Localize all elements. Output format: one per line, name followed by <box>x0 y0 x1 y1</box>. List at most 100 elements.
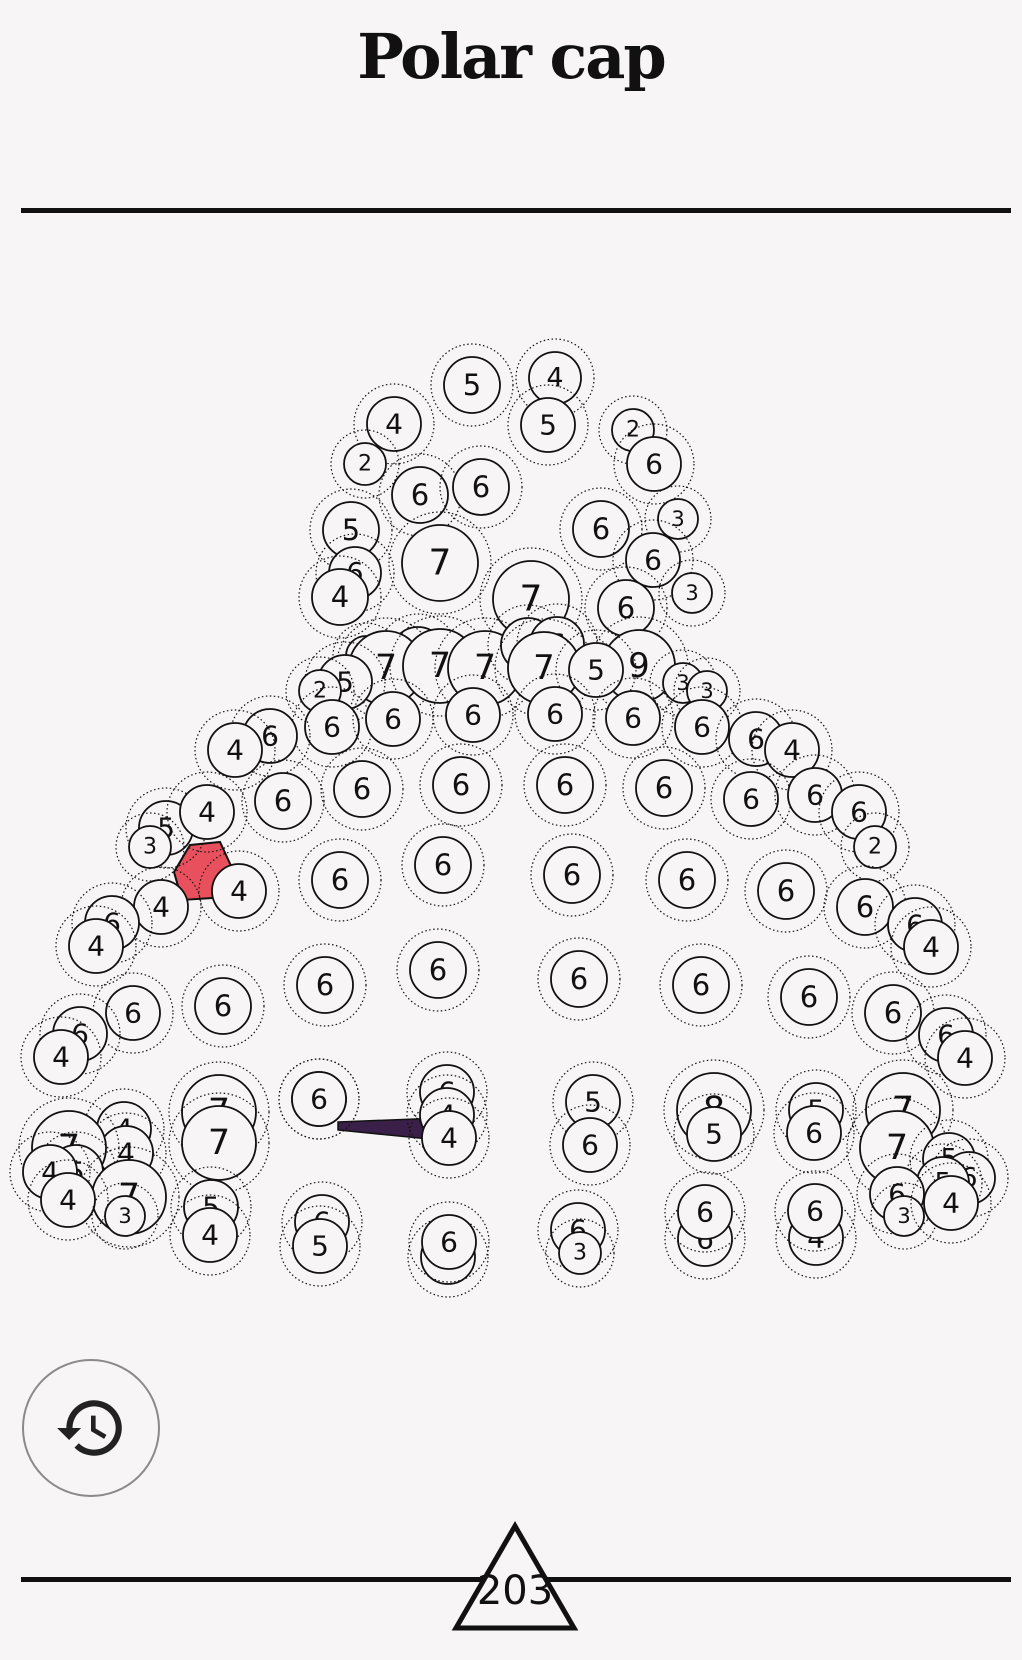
puzzle-node[interactable]: 5 <box>279 1205 361 1287</box>
puzzle-node[interactable]: 6 <box>773 1092 855 1174</box>
puzzle-node[interactable]: 5 <box>673 1093 755 1175</box>
puzzle-node[interactable]: 4 <box>166 771 248 853</box>
node-number: 4 <box>385 408 403 441</box>
triangle-icon <box>451 1521 579 1631</box>
puzzle-node[interactable]: 6 <box>592 677 674 759</box>
puzzle-node[interactable]: 6 <box>823 865 907 949</box>
puzzle-node[interactable]: 6 <box>432 674 514 756</box>
node-number: 5 <box>584 1086 602 1119</box>
node-number: 6 <box>624 702 642 735</box>
puzzle-node[interactable]: 6 <box>408 1201 490 1283</box>
puzzle-board[interactable]: 5445226663567664376257774679552336666666… <box>0 0 1022 1560</box>
node-number: 6 <box>353 772 371 806</box>
node-circle <box>836 878 894 936</box>
puzzle-node[interactable]: 6 <box>744 849 828 933</box>
node-circle <box>296 956 354 1014</box>
puzzle-node[interactable]: 4 <box>890 906 972 988</box>
puzzle-node[interactable]: 6 <box>378 453 462 537</box>
puzzle-node[interactable]: 6 <box>661 686 743 768</box>
puzzle-node[interactable]: 4 <box>751 709 833 791</box>
puzzle-node[interactable]: 3 <box>545 1218 615 1288</box>
node-circle <box>409 941 467 999</box>
node-circle <box>658 851 716 909</box>
node-number: 4 <box>59 1184 77 1217</box>
puzzle-node[interactable]: 6 <box>283 943 367 1027</box>
puzzle-node[interactable]: 6 <box>584 566 668 650</box>
puzzle-node[interactable]: 4 <box>20 1016 102 1098</box>
puzzle-node[interactable]: 6 <box>622 746 706 830</box>
puzzle-node[interactable]: 6 <box>774 1170 856 1252</box>
puzzle-node[interactable]: 6 <box>710 758 792 840</box>
node-halo <box>432 674 514 756</box>
node-number: 6 <box>384 703 402 736</box>
node-halo <box>168 1092 270 1194</box>
node-circle <box>391 466 449 524</box>
puzzle-node[interactable]: 4 <box>169 1194 251 1276</box>
undo-button[interactable] <box>22 1359 160 1497</box>
node-number: 6 <box>429 953 447 987</box>
node-circle <box>543 846 601 904</box>
puzzle-node[interactable]: 6 <box>396 928 480 1012</box>
puzzle-node[interactable]: 5 <box>552 1061 634 1143</box>
puzzle-node[interactable]: 6 <box>241 759 325 843</box>
puzzle-node[interactable]: 4 <box>924 1017 1006 1099</box>
puzzle-node[interactable]: 4 <box>910 1162 992 1244</box>
puzzle-node[interactable]: 6 <box>549 1104 631 1186</box>
puzzle-node[interactable]: 6 <box>664 1171 746 1253</box>
puzzle-node[interactable]: 4 <box>198 850 280 932</box>
puzzle-node[interactable]: 6 <box>320 747 404 831</box>
node-circle <box>527 686 583 742</box>
node-number: 4 <box>152 891 170 924</box>
node-number: 6 <box>806 779 824 812</box>
puzzle-node[interactable]: 6 <box>514 673 596 755</box>
node-number: 4 <box>87 930 105 963</box>
puzzle-node[interactable]: 4 <box>194 709 276 791</box>
puzzle-node[interactable]: 4 <box>353 383 435 465</box>
puzzle-node[interactable]: 6 <box>559 487 643 571</box>
puzzle-node[interactable]: 3 <box>644 485 712 553</box>
puzzle-node[interactable]: 6 <box>419 743 503 827</box>
puzzle-node[interactable]: 2 <box>330 429 400 499</box>
puzzle-node[interactable]: 6 <box>530 833 614 917</box>
puzzle-node[interactable]: 6 <box>612 519 694 601</box>
node-circle <box>414 836 472 894</box>
node-number: 5 <box>705 1118 723 1151</box>
puzzle-node[interactable]: 6 <box>613 423 695 505</box>
node-number: 4 <box>922 931 940 964</box>
puzzle-node[interactable]: 6 <box>659 943 743 1027</box>
puzzle-node[interactable]: 4 <box>408 1097 490 1179</box>
puzzle-node[interactable]: 6 <box>401 823 485 907</box>
puzzle-node[interactable]: 6 <box>774 754 856 836</box>
node-circle <box>723 771 779 827</box>
puzzle-node[interactable]: 6 <box>767 955 851 1039</box>
node-number: 6 <box>472 470 490 504</box>
puzzle-node[interactable]: 4 <box>27 1159 109 1241</box>
puzzle-node[interactable]: 6 <box>645 838 729 922</box>
puzzle-node[interactable]: 4 <box>55 905 137 987</box>
node-halo <box>396 928 480 1012</box>
puzzle-node[interactable]: 3 <box>91 1182 159 1250</box>
node-number: 7 <box>474 648 496 688</box>
puzzle-node[interactable]: 6 <box>537 937 621 1021</box>
puzzle-node[interactable]: 6 <box>278 1058 360 1140</box>
node-halo <box>439 445 523 529</box>
puzzle-node[interactable]: 7 <box>168 1092 270 1194</box>
node-circle <box>105 985 161 1041</box>
puzzle-node[interactable]: 3 <box>658 559 726 627</box>
puzzle-node[interactable]: 4 <box>298 555 382 639</box>
puzzle-node[interactable]: 6 <box>523 743 607 827</box>
node-number: 7 <box>533 648 555 688</box>
puzzle-node[interactable]: 7 <box>846 1097 948 1199</box>
node-circle <box>291 1071 347 1127</box>
puzzle-node[interactable]: 5 <box>555 629 637 711</box>
puzzle-node[interactable]: 6 <box>439 445 523 529</box>
node-circle <box>207 722 263 778</box>
node-number: 6 <box>805 1117 823 1150</box>
puzzle-node[interactable]: 6 <box>181 964 265 1048</box>
puzzle-node[interactable]: 6 <box>298 838 382 922</box>
node-number: 6 <box>563 858 581 892</box>
puzzle-node[interactable]: 7 <box>388 511 492 615</box>
puzzle-node[interactable]: 5 <box>507 384 589 466</box>
node-number: 4 <box>201 1219 219 1252</box>
puzzle-node[interactable]: 5 <box>430 343 514 427</box>
